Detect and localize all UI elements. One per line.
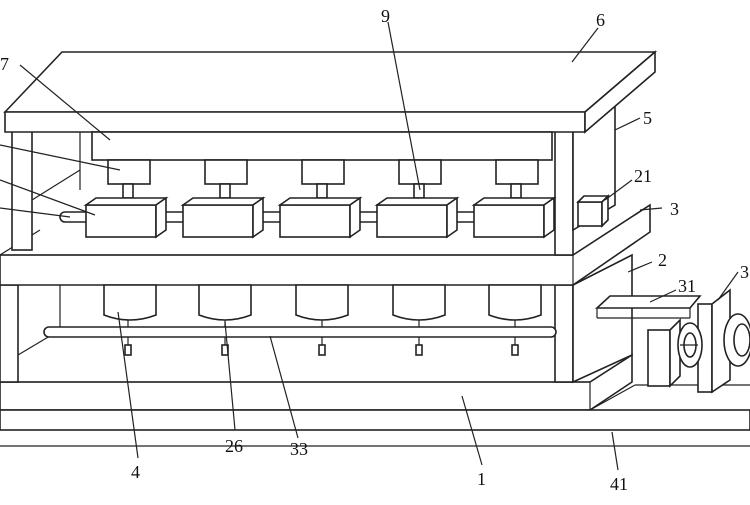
lower-motor <box>295 284 349 356</box>
top-plate <box>3 50 658 134</box>
label-9: 9 <box>381 6 390 26</box>
upper-actuator <box>301 159 345 199</box>
label-33: 33 <box>290 439 308 459</box>
upper-actuator <box>398 159 442 199</box>
upper-block <box>374 196 460 239</box>
upper-actuator <box>204 159 248 199</box>
lower-guide-rod <box>43 326 557 338</box>
lower-motor <box>392 284 446 356</box>
lower-motor-row <box>103 284 542 356</box>
label-26: 26 <box>225 436 243 456</box>
label-3: 3 <box>670 199 679 219</box>
label-1: 1 <box>477 469 486 489</box>
control-box <box>576 194 610 228</box>
label-7: 7 <box>0 54 9 74</box>
label-21: 21 <box>634 166 652 186</box>
leader-lines <box>0 21 739 471</box>
lower-motor <box>198 284 252 356</box>
lower-motor <box>103 284 157 356</box>
label-5: 5 <box>643 108 652 128</box>
upper-actuator <box>107 159 151 199</box>
label-2: 2 <box>658 250 667 270</box>
upper-actuator-row <box>107 159 539 199</box>
base-plate <box>0 353 633 411</box>
label-41: 41 <box>610 474 628 494</box>
label-31: 31 <box>678 276 696 296</box>
lower-motor <box>488 284 542 356</box>
label-6: 6 <box>596 10 605 30</box>
label-4: 4 <box>131 462 140 482</box>
upper-block <box>83 196 169 239</box>
ground-rail <box>0 384 750 447</box>
upper-block <box>471 196 557 239</box>
upper-block <box>180 196 266 239</box>
label-32: 3 <box>740 262 749 282</box>
upper-mount-bar <box>91 131 553 161</box>
drive-unit <box>594 288 750 394</box>
part-labels: 7 9 6 5 21 3 2 31 3 4 26 33 1 41 <box>0 6 749 494</box>
upper-actuator <box>495 159 539 199</box>
upper-block <box>277 196 363 239</box>
upper-block-row <box>83 196 557 239</box>
